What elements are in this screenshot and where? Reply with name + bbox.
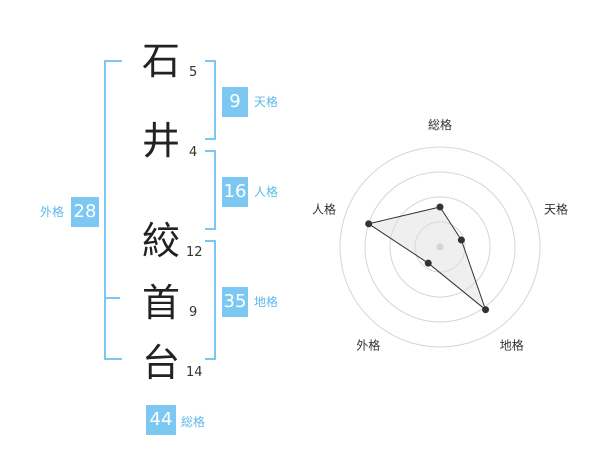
name-char-3: 絞 — [142, 219, 181, 263]
tenkaku-bracket — [205, 60, 216, 140]
radar-center-dot — [436, 243, 444, 251]
stroke-count-1: 5 — [189, 65, 198, 80]
radar-point-3 — [482, 306, 490, 314]
chikaku-label: 地格 — [254, 295, 279, 309]
radar-axis-label-1: 総格 — [428, 117, 452, 132]
soukaku-label: 総格 — [181, 415, 206, 429]
radar-axis-label-3: 地格 — [500, 338, 524, 353]
chikaku-bracket — [205, 240, 216, 360]
radar-ring-1 — [414, 221, 466, 273]
gaikaku-label: 外格 — [40, 205, 65, 219]
name-char-2: 井 — [142, 119, 181, 163]
jinkaku-label: 人格 — [254, 185, 279, 199]
radar-point-5 — [365, 220, 373, 228]
soukaku-value-box: 44 — [146, 405, 176, 435]
chikaku-value-box: 35 — [222, 287, 248, 317]
radar-ring-2 — [389, 196, 491, 298]
radar-axis-label-2: 天格 — [544, 201, 568, 216]
stroke-count-2: 4 — [189, 145, 198, 160]
radar-ring-3 — [364, 171, 516, 323]
radar-ring-4 — [339, 146, 541, 348]
jinkaku-value-box: 16 — [222, 177, 248, 207]
gaikaku-value-box: 28 — [71, 197, 99, 227]
radar-axis-label-5: 人格 — [312, 201, 336, 216]
jinkaku-bracket — [205, 150, 216, 230]
radar-point-2 — [457, 236, 465, 244]
name-char-5: 台 — [142, 341, 181, 385]
name-char-1: 石 — [142, 39, 181, 83]
stroke-count-4: 9 — [189, 305, 198, 320]
radar-point-4 — [424, 259, 432, 267]
tenkaku-label: 天格 — [254, 95, 279, 109]
stroke-count-3: 12 — [186, 245, 203, 260]
radar-polygon — [367, 206, 487, 312]
tenkaku-value-box: 9 — [222, 87, 248, 117]
stroke-count-5: 14 — [186, 365, 203, 380]
radar-axis-label-4: 外格 — [356, 338, 380, 353]
radar-point-1 — [436, 203, 444, 211]
name-char-4: 首 — [142, 281, 181, 325]
gaikaku-bracket — [104, 60, 122, 360]
gaikaku-bracket-tick — [104, 297, 120, 299]
